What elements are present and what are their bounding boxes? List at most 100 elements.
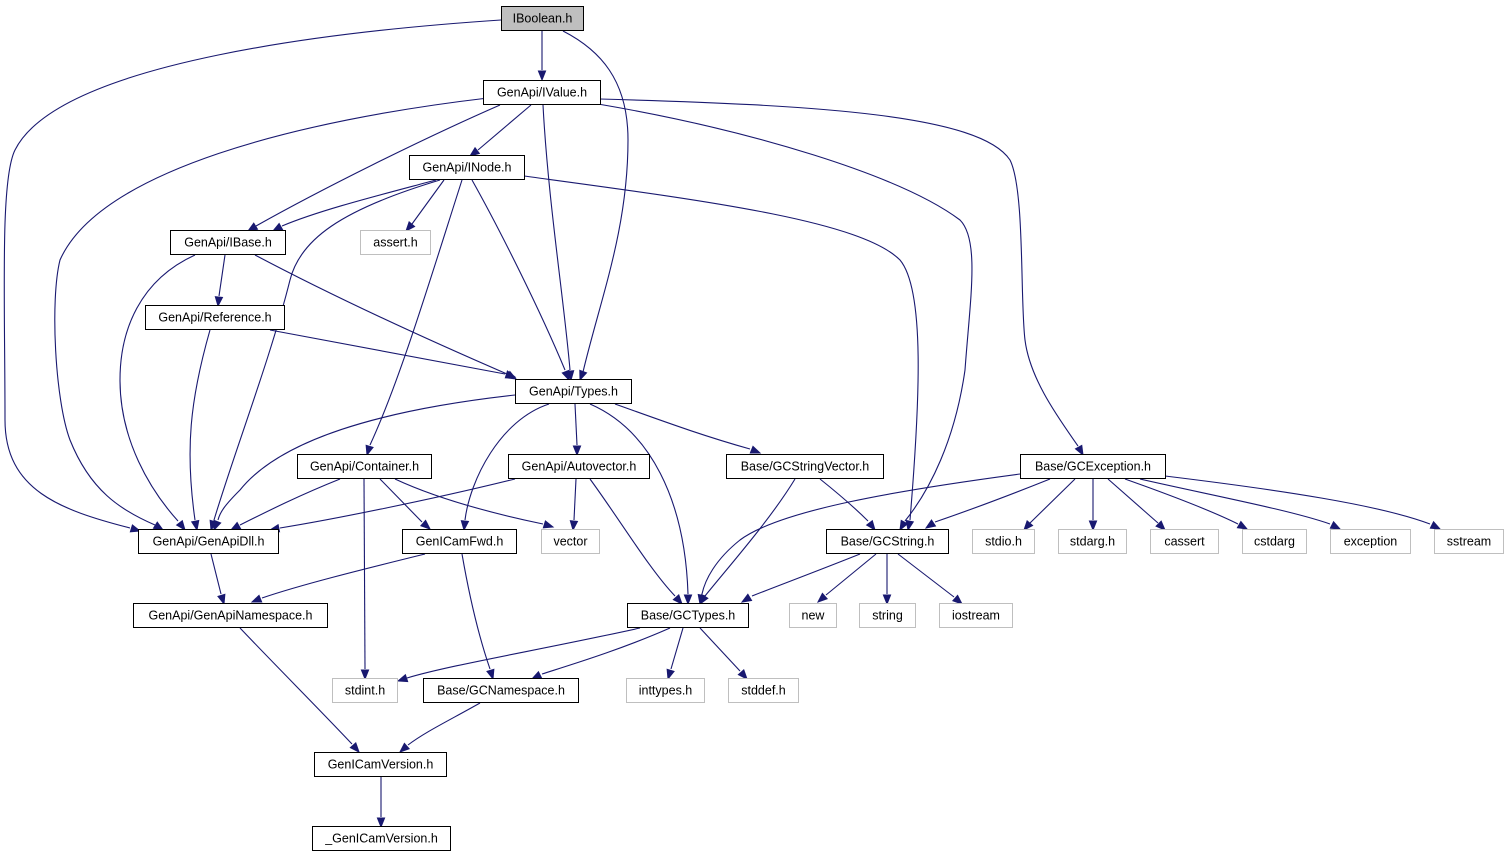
node-_genicamversion[interactable]: _GenICamVersion.h — [312, 826, 451, 851]
node-ibase[interactable]: GenApi/IBase.h — [170, 230, 286, 255]
arrowhead — [697, 593, 707, 606]
node-genicamversion[interactable]: GenICamVersion.h — [314, 752, 447, 777]
node-stdint-label: stdint.h — [345, 684, 385, 698]
arrowhead — [419, 519, 432, 530]
node-genapidll[interactable]: GenApi/GenApiDll.h — [138, 529, 279, 554]
edge-ibase-to-genapidll — [119, 254, 196, 532]
edge-gctypes-to-inttypes — [666, 627, 684, 681]
node-sstream-label: sstream — [1447, 535, 1491, 549]
node-gctypes[interactable]: Base/GCTypes.h — [627, 603, 749, 628]
node-genapinamespace[interactable]: GenApi/GenApiNamespace.h — [133, 603, 328, 628]
edge-gcstring-to-iostream — [897, 553, 964, 605]
node-cstdarg[interactable]: cstdarg — [1242, 529, 1307, 554]
node-stdio[interactable]: stdio.h — [972, 529, 1035, 554]
edge-gcexception-to-sstream — [1164, 475, 1442, 530]
node-iboolean[interactable]: IBoolean.h — [501, 6, 584, 31]
edge-types-to-genapidll — [213, 394, 516, 532]
arrowhead — [486, 668, 495, 681]
arrowhead — [816, 592, 829, 603]
edge-gcstring-to-new — [816, 553, 877, 603]
node-vector[interactable]: vector — [541, 529, 600, 554]
arrowhead — [683, 594, 693, 606]
edge-gcstringvector-to-gcstring — [819, 478, 876, 532]
node-ivalue[interactable]: GenApi/IValue.h — [483, 80, 601, 105]
arrowhead — [1074, 444, 1084, 457]
edge-iboolean-to-ivalue — [537, 31, 547, 82]
node-autovector[interactable]: GenApi/Autovector.h — [508, 454, 650, 479]
edge-iboolean-to-types — [562, 30, 629, 382]
node-container[interactable]: GenApi/Container.h — [297, 454, 432, 479]
arrowhead — [1429, 520, 1442, 530]
node-cassert[interactable]: cassert — [1150, 529, 1219, 554]
edge-gcstring-to-gctypes — [740, 553, 861, 603]
edge-ibase-to-reference — [214, 254, 226, 308]
arrowhead — [460, 520, 470, 532]
node-exception[interactable]: exception — [1330, 529, 1411, 554]
node-gcstring[interactable]: Base/GCString.h — [826, 529, 949, 554]
node-string[interactable]: string — [859, 603, 916, 628]
node-stddef-label: stddef.h — [741, 684, 786, 698]
node-genicamfwd[interactable]: GenICamFwd.h — [402, 529, 517, 554]
node-gcnamespace[interactable]: Base/GCNamespace.h — [423, 678, 579, 703]
node-stdarg[interactable]: stdarg.h — [1058, 529, 1127, 554]
node-inode[interactable]: GenApi/INode.h — [409, 155, 525, 180]
arrowhead — [405, 220, 416, 233]
edge-types-to-autovector — [572, 403, 582, 457]
node-assert[interactable]: assert.h — [360, 230, 431, 255]
edge-genapinamespace-to-genicamversion — [239, 627, 360, 754]
edge-gctypes-to-stdint — [396, 627, 641, 683]
node-types[interactable]: GenApi/Types.h — [515, 379, 632, 404]
arrowhead — [129, 524, 142, 533]
edge-gcexception-to-gctypes — [697, 473, 1021, 606]
node-inttypes[interactable]: inttypes.h — [626, 678, 705, 703]
node-reference[interactable]: GenApi/Reference.h — [145, 305, 285, 330]
arrowhead — [271, 222, 284, 232]
node-sstream[interactable]: sstream — [1434, 529, 1504, 554]
arrowhead — [398, 742, 411, 753]
arrowhead — [542, 520, 555, 529]
edge-types-to-gctypes — [589, 403, 693, 606]
node-reference-label: GenApi/Reference.h — [158, 311, 271, 325]
node-iostream[interactable]: iostream — [939, 603, 1013, 628]
node-new[interactable]: new — [789, 603, 837, 628]
arrowhead — [1155, 520, 1166, 531]
edge-ivalue-to-gcstring — [597, 103, 973, 532]
node-genicamversion-label: GenICamVersion.h — [328, 758, 434, 772]
node-gcexception[interactable]: Base/GCException.h — [1020, 454, 1166, 479]
node-ivalue-label: GenApi/IValue.h — [497, 86, 587, 100]
edge-autovector-to-genapidll — [268, 478, 516, 533]
edge-genicamfwd-to-genapinamespace — [250, 553, 426, 603]
edge-inode-to-container — [365, 179, 463, 457]
node-cassert-label: cassert — [1164, 535, 1205, 549]
node-stddef[interactable]: stddef.h — [728, 678, 799, 703]
node-gcstring-label: Base/GCString.h — [841, 535, 935, 549]
arrowhead — [737, 668, 748, 681]
node-gcstringvector[interactable]: Base/GCStringVector.h — [726, 454, 884, 479]
arrowhead — [365, 444, 374, 457]
arrowhead — [213, 519, 222, 532]
edge-types-to-gcstringvector — [614, 403, 762, 454]
edge-gcexception-to-gcstring — [924, 478, 1051, 529]
arrowhead — [376, 817, 386, 829]
arrowhead — [740, 593, 753, 603]
node-vector-label: vector — [553, 535, 587, 549]
edge-autovector-to-vector — [569, 478, 579, 532]
node-genapidll-label: GenApi/GenApiDll.h — [153, 535, 265, 549]
arrowhead — [190, 519, 200, 532]
arrowhead — [1329, 520, 1342, 530]
arrowhead — [1023, 519, 1034, 532]
arrowhead — [569, 520, 579, 532]
node-genapinamespace-label: GenApi/GenApiNamespace.h — [149, 609, 313, 623]
edge-ivalue-to-types — [542, 104, 575, 382]
edge-gctypes-to-stddef — [699, 627, 748, 681]
node-stdint[interactable]: stdint.h — [332, 678, 398, 703]
arrowhead — [951, 594, 964, 605]
edge-inode-to-assert — [405, 179, 445, 233]
arrowhead — [214, 296, 224, 308]
node-stdio-label: stdio.h — [985, 535, 1022, 549]
edge-gcexception-to-cstdarg — [1124, 478, 1249, 530]
arrowhead — [229, 521, 242, 531]
arrowhead — [905, 519, 915, 532]
edge-container-to-genapidll — [229, 478, 341, 531]
